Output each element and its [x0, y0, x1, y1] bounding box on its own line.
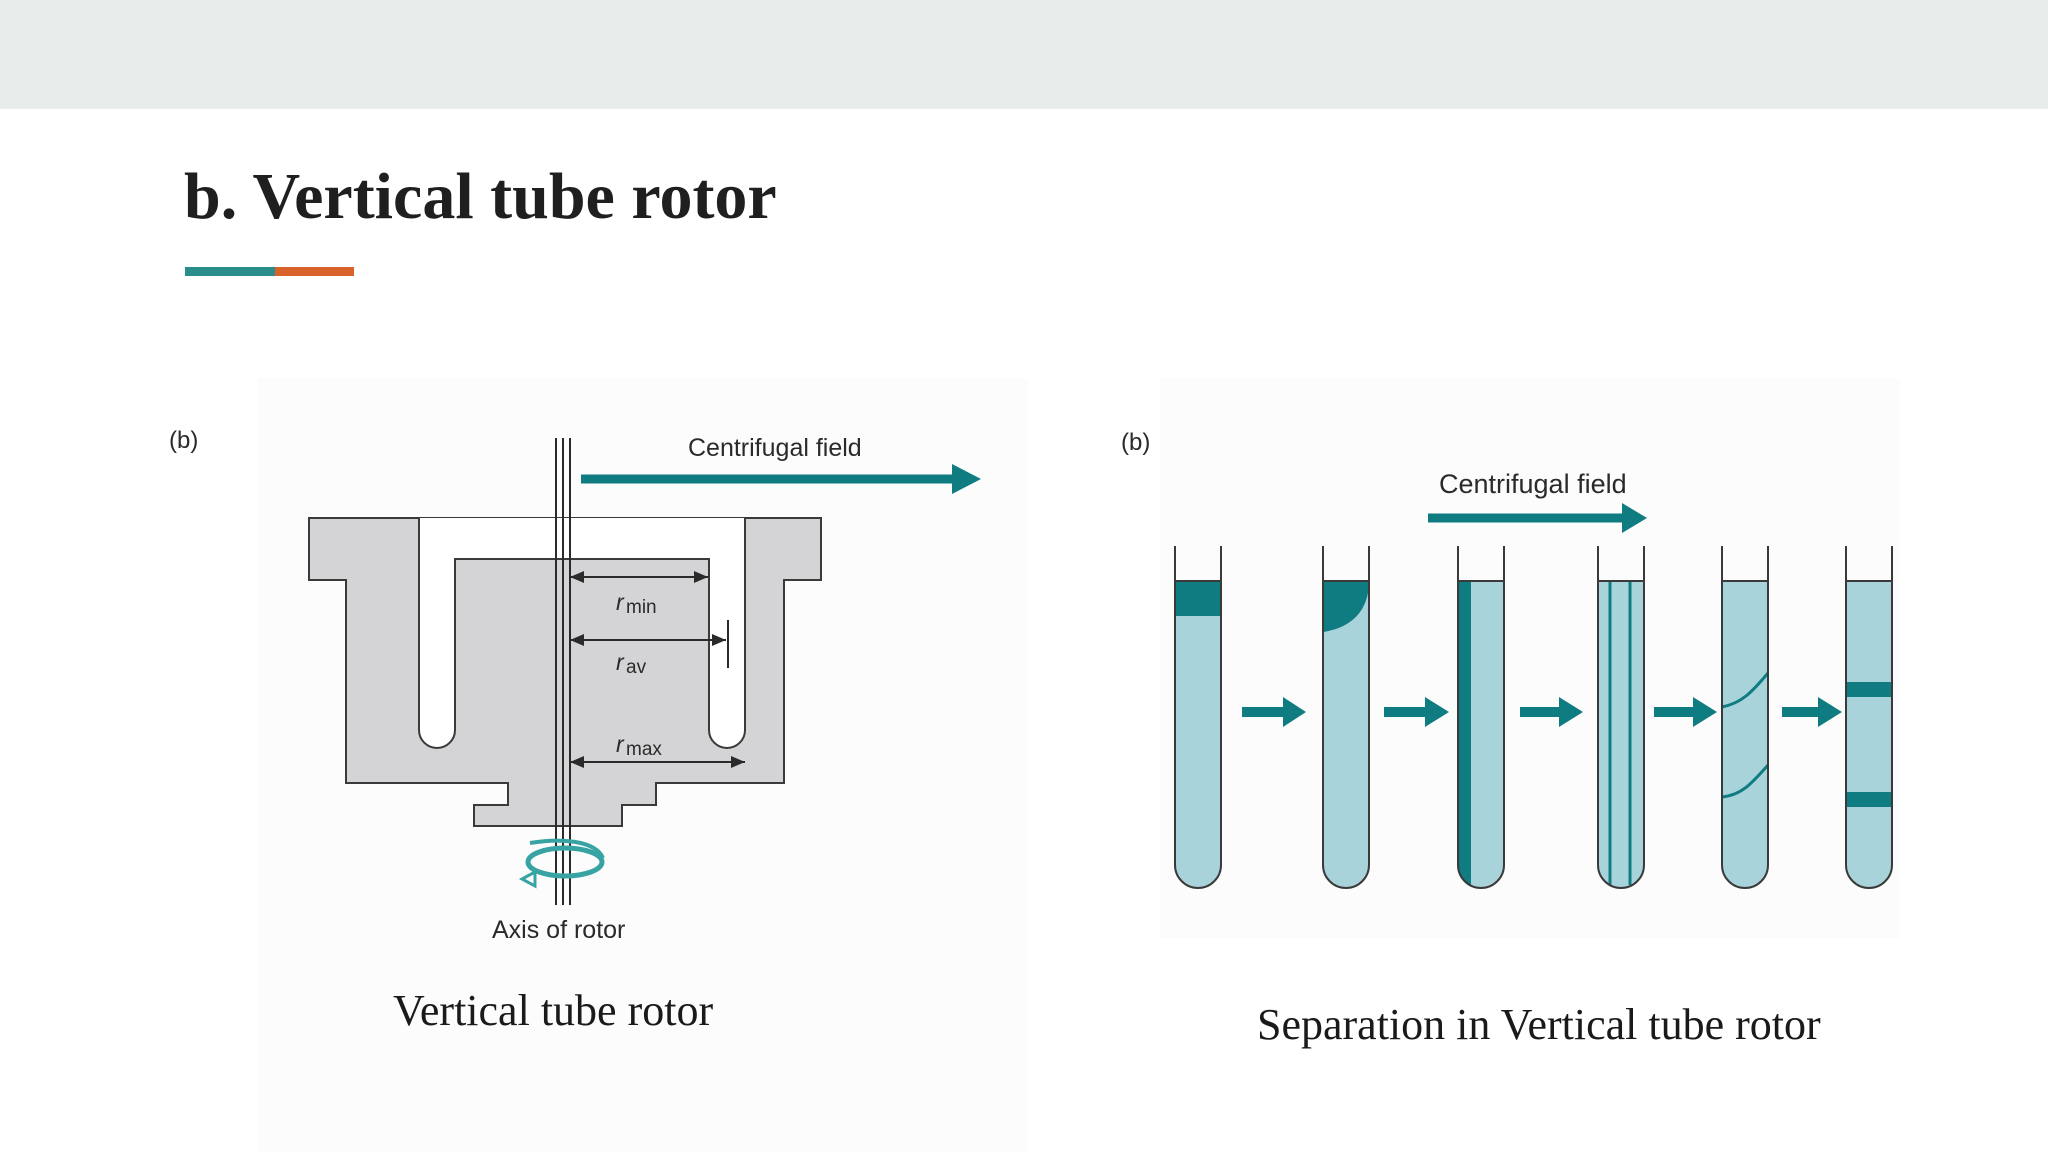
tube-stage-6 — [1845, 546, 1893, 889]
stage-arrow-icon — [1782, 697, 1842, 727]
right-panel-label: (b) — [1121, 429, 1150, 456]
tube-stage-1 — [1174, 546, 1222, 889]
stage-arrow-icon — [1654, 697, 1717, 727]
left-field-arrow-head — [952, 464, 981, 494]
stage-arrow-icon — [1242, 697, 1306, 727]
r-min-symbol: r — [616, 589, 625, 615]
left-panel-label: (b) — [169, 427, 198, 454]
title-accent-teal — [185, 267, 275, 276]
tube-stage-2 — [1322, 546, 1370, 889]
r-min-arrow-left — [570, 571, 584, 583]
r-max-symbol: r — [616, 731, 625, 757]
title-block: b. Vertical tube rotor — [184, 153, 884, 241]
right-field-label: Centrifugal field — [1439, 469, 1627, 499]
r-min-arrow-right — [694, 571, 708, 583]
right-field-arrow-head — [1622, 503, 1647, 533]
r-min-subscript: min — [626, 597, 657, 618]
title-accent-orange — [275, 267, 354, 276]
r-max-arrow-right — [731, 756, 745, 768]
r-av-arrow-right — [712, 634, 726, 646]
separation-figure-panel — [1160, 378, 1900, 938]
r-av-arrow-left — [570, 634, 584, 646]
r-av-subscript: av — [626, 657, 647, 678]
r-max-subscript: max — [626, 739, 662, 760]
rotation-arrow-icon — [518, 838, 605, 889]
r-av-symbol: r — [616, 649, 625, 675]
slide-title: b. Vertical tube rotor — [184, 160, 777, 233]
r-max-arrow-left — [570, 756, 584, 768]
tube-cavity-left — [418, 518, 746, 749]
tube-stage-5 — [1721, 546, 1770, 889]
stage-arrow-icon — [1520, 697, 1583, 727]
top-banner — [0, 0, 2048, 109]
right-caption: Separation in Vertical tube rotor — [1257, 1000, 1821, 1049]
tube-stage-3 — [1457, 546, 1505, 889]
axis-label: Axis of rotor — [492, 916, 625, 944]
left-caption: Vertical tube rotor — [393, 986, 714, 1035]
left-field-label: Centrifugal field — [688, 434, 862, 462]
tube-stage-4 — [1597, 546, 1645, 889]
stage-arrow-icon — [1384, 697, 1449, 727]
